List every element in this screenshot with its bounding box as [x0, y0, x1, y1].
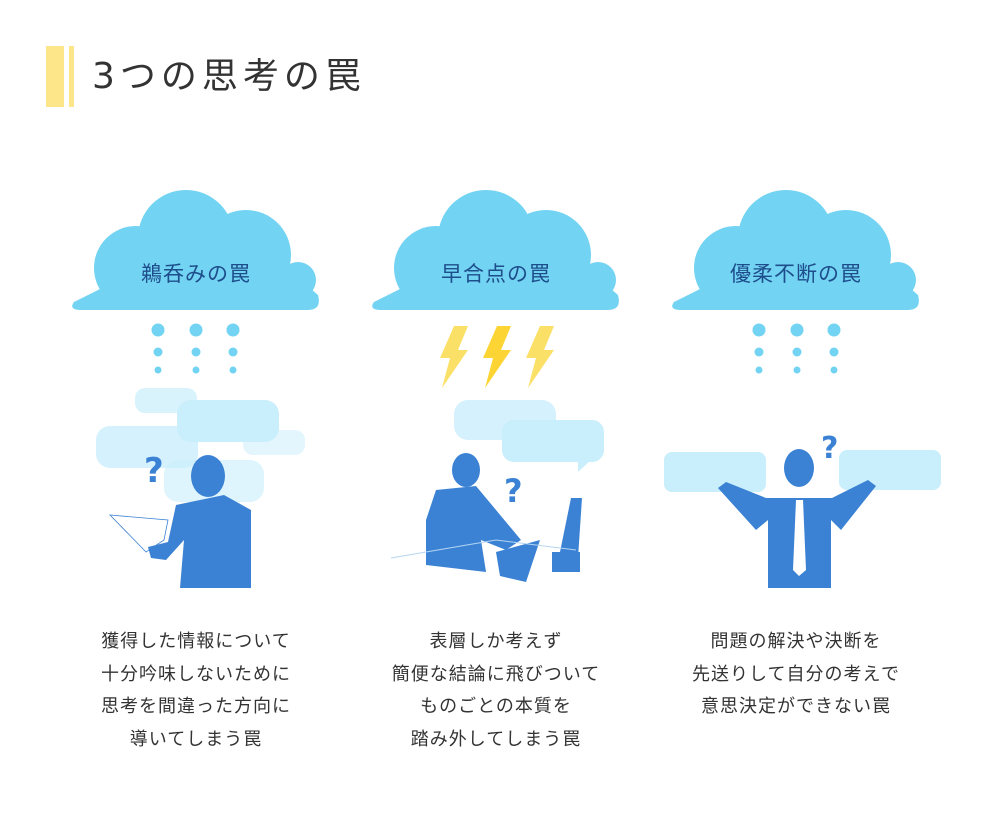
trap-illustration: ?	[372, 190, 619, 582]
trap-name: 鵜呑みの罠	[141, 262, 251, 286]
man-shrugging-icon	[718, 449, 876, 588]
trap-description: 獲得した情報について 十分吟味しないために 思考を間違った方向に 導いてしまう罠	[46, 626, 346, 756]
man-at-computer-icon	[390, 453, 582, 582]
description-line: 思考を間違った方向に	[101, 696, 291, 717]
trap-description: 表層しか考えず 簡便な結論に飛びついて ものごとの本質を 踏み外してしまう罠	[346, 626, 646, 756]
cloud-icon	[72, 190, 319, 310]
cloud-icon	[672, 190, 919, 310]
rain-icon	[752, 323, 841, 374]
trap-illustration: ?	[72, 190, 319, 588]
description-line: 十分吟味しないために	[101, 663, 291, 685]
thought-bubbles	[454, 400, 604, 472]
question-mark-icon: ?	[504, 472, 523, 510]
description-line: 簡便な結論に飛びついて	[391, 663, 601, 685]
trap-name: 優柔不断の罠	[730, 262, 862, 286]
description-line: 獲得した情報について	[101, 631, 291, 652]
description-line: 意思決定ができない罠	[701, 696, 891, 717]
question-mark-icon: ?	[821, 431, 838, 466]
thought-bubbles	[96, 388, 305, 502]
title-accent-bar	[46, 46, 64, 107]
rain-icon	[151, 323, 240, 374]
page-title: 3つの思考の罠	[92, 56, 366, 97]
cloud-icon	[372, 190, 619, 310]
thought-bubbles	[664, 450, 941, 492]
description-line: ものごとの本質を	[420, 696, 572, 717]
trap-card-1: ? 鵜呑みの罠 獲得した情報について 十分吟味しないために 思考を間違った方向に…	[46, 180, 346, 780]
trap-name: 早合点の罠	[441, 262, 551, 286]
trap-illustration: ?	[664, 190, 941, 588]
trap-card-3: ? 優柔不断の罠 問題の解決や決断を 先送りして自分の考えで 意思決定ができない…	[646, 180, 946, 780]
description-line: 問題の解決や決断を	[710, 631, 882, 652]
title-accent-bar-thin	[69, 46, 74, 107]
man-reading-icon	[108, 455, 251, 588]
trap-description: 問題の解決や決断を 先送りして自分の考えで 意思決定ができない罠	[646, 626, 946, 724]
description-line: 踏み外してしまう罠	[410, 728, 582, 750]
trap-card-2: ? 早合点の罠 表層しか考えず 簡便な結論に飛びついて ものごとの本質を 踏み外…	[346, 180, 646, 780]
question-mark-icon: ?	[144, 451, 164, 491]
description-line: 導いてしまう罠	[129, 728, 263, 750]
description-line: 先送りして自分の考えで	[692, 663, 900, 685]
lightning-icon	[440, 326, 554, 388]
description-line: 表層しか考えず	[429, 631, 563, 652]
